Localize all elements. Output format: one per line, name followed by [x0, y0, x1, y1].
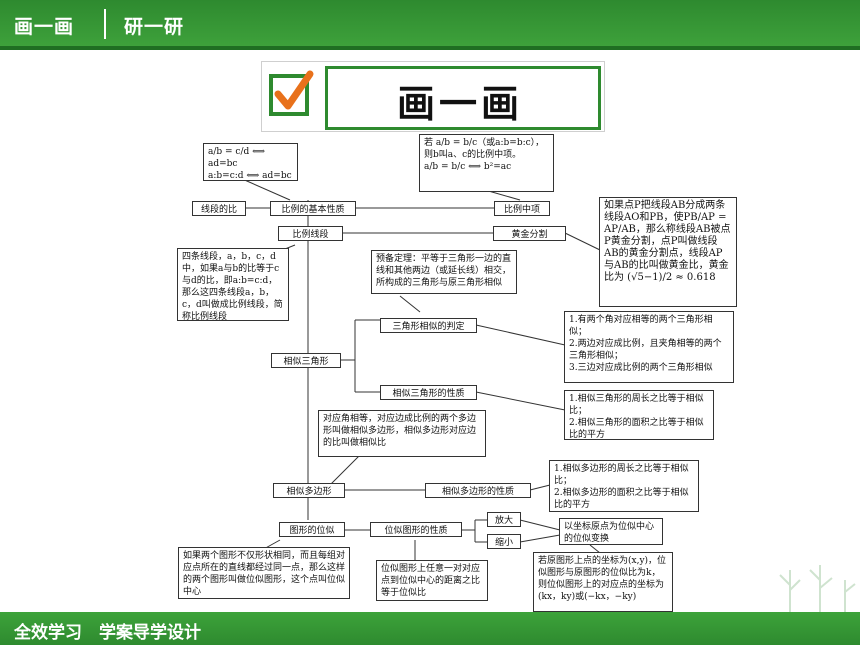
polygon-properties-desc: 1.相似多边形的周长之比等于相似比； 2.相似多边形的面积之比等于相似比的平方	[549, 460, 699, 512]
homothety-definition: 如果两个图形不仅形状相同，而且每组对应点所在的直线都经过同一点，那么这样的两个图…	[178, 547, 350, 599]
triangle-properties-desc: 1.相似三角形的周长之比等于相似比； 2.相似三角形的面积之比等于相似比的平方	[564, 390, 714, 440]
footer-bar: 全效学习 学案导学设计	[0, 612, 860, 645]
basic-property-node: 比例的基本性质	[270, 201, 356, 216]
golden-section-node: 黄金分割	[493, 226, 566, 241]
homothety-ratio-desc: 位似图形上任意一对对应点到位似中心的距离之比等于位似比	[376, 560, 488, 601]
similar-polygon-definition: 对应角相等，对应边成比例的两个多边形叫做相似多边形，相似多边形对应边的比叫做相似…	[318, 410, 486, 457]
preparatory-theorem-desc: 预备定理：平等于三角形一边的直线和其他两边（或延长线）相交，所构成的三角形与原三…	[371, 250, 517, 294]
origin-center-node: 以坐标原点为位似中心的位似变换	[559, 518, 663, 545]
similar-polygons-node: 相似多边形	[273, 483, 345, 498]
header-bar: 画一画 研一研	[0, 0, 860, 50]
plant-decoration-icon	[779, 565, 856, 615]
mean-formula-box: 若 a/b = b/c（或a:b=b:c）， 则b叫a、c的比例中项。 a/b …	[419, 134, 554, 192]
checkbox-icon	[269, 70, 314, 116]
four-segments-desc: 四条线段，a，b，c，d中，如果a与b的比等于c与d的比，即a:b=c:d，那么…	[177, 248, 289, 322]
footer-text: 全效学习 学案导学设计	[14, 623, 201, 643]
tab-draw[interactable]: 画一画	[14, 16, 75, 38]
header-stripe	[0, 46, 860, 50]
reduce-node: 缩小	[487, 534, 521, 549]
proportional-segments-node: 比例线段	[278, 226, 343, 241]
ratio-formula-box: a/b = c/d ⟺ ad=bc a:b=c:d ⟺ ad=bc	[203, 143, 298, 181]
coordinate-rule-desc: 若原图形上点的坐标为(x,y)，位似图形与原图形的位似比为k，则位似图形上的对应…	[533, 552, 673, 612]
golden-section-desc: 如果点P把线段AB分成两条线段AO和PB，使PB/AP = AP/AB，那么称线…	[599, 197, 737, 307]
badge-frame	[325, 66, 601, 130]
badge-title: 画一画	[396, 81, 523, 126]
mean-proportional-node: 比例中项	[494, 201, 550, 216]
segment-ratio-node: 线段的比	[192, 201, 246, 216]
homothety-properties-node: 位似图形的性质	[370, 522, 462, 537]
tab-study[interactable]: 研一研	[124, 16, 185, 38]
enlarge-node: 放大	[487, 512, 521, 527]
homothety-node: 图形的位似	[279, 522, 345, 537]
similar-triangles-node: 相似三角形	[271, 353, 341, 368]
triangle-judgement-desc: 1.有两个角对应相等的两个三角形相似； 2.两边对应成比例，且夹角相等的两个三角…	[564, 311, 734, 383]
polygon-properties-node: 相似多边形的性质	[425, 483, 531, 498]
tab-divider	[104, 9, 106, 39]
triangle-judgement-node: 三角形相似的判定	[380, 318, 477, 333]
triangle-properties-node: 相似三角形的性质	[380, 385, 477, 400]
